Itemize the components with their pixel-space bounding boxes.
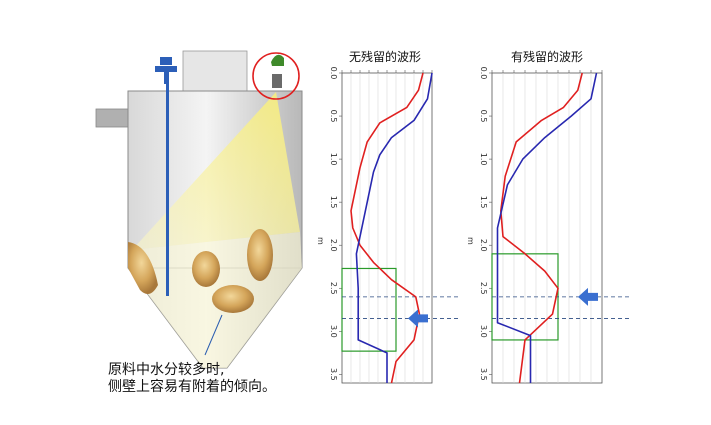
rod-sensor-flange	[155, 66, 177, 72]
rod-level-sensor	[155, 57, 177, 296]
adhered-material-lumps	[128, 229, 273, 313]
radar-sensor-head	[271, 54, 284, 66]
y-tick-label: 1.0	[479, 153, 488, 166]
y-tick-label: 2.0	[329, 239, 338, 252]
radar-sensor	[252, 52, 300, 100]
waveform-chart-with-residue: 有残留的波形 0.0 0.5 1.0 1.5 2.0 2.5 3.0 3.5 m	[466, 49, 630, 384]
radar-sensor-highlight-circle	[252, 52, 300, 100]
y-tick-label: 3.0	[329, 325, 338, 338]
side-pipe	[95, 108, 129, 128]
chart-title: 有残留的波形	[511, 49, 583, 64]
y-axis-unit-label: m	[466, 237, 475, 245]
radar-sensor-body	[272, 74, 282, 88]
y-axis-unit-label: m	[316, 237, 325, 245]
y-tick-label: 0.5	[479, 110, 488, 123]
y-tick-label: 0.0	[329, 67, 338, 80]
y-tick-label: 2.0	[479, 239, 488, 252]
chart-title: 无残留的波形	[349, 49, 421, 64]
sensor-beam	[132, 92, 300, 250]
y-tick-label: 3.0	[479, 325, 488, 338]
y-tick-label: 1.0	[329, 153, 338, 166]
top-motor-housing	[182, 50, 248, 92]
y-tick-label: 0.0	[479, 67, 488, 80]
series-blue-line	[496, 72, 598, 383]
left-arrow-icon	[408, 309, 428, 328]
y-tick-label: 3.5	[329, 368, 338, 381]
series-blue-line	[355, 72, 433, 383]
y-tick-label: 1.5	[479, 196, 488, 209]
material-lump	[212, 285, 254, 313]
y-tick-label: 0.5	[329, 110, 338, 123]
rod-sensor-rod	[166, 84, 169, 296]
series-red-line	[350, 72, 424, 384]
y-tick-label: 2.5	[479, 282, 488, 295]
anomaly-box	[341, 267, 397, 352]
series-red-line	[499, 72, 583, 384]
caption-line-2: 侧壁上容易有附着的倾向。	[108, 379, 276, 395]
caption-leader-line	[204, 314, 223, 356]
y-tick-label: 1.5	[329, 196, 338, 209]
material-lump	[128, 242, 158, 294]
caption-line-1: 原料中水分较多时,	[108, 362, 225, 378]
silo-illustration	[95, 50, 303, 369]
rod-sensor-neck	[164, 72, 169, 84]
material-lump	[192, 251, 220, 287]
material-lump	[247, 229, 273, 281]
rod-sensor-cap	[160, 57, 172, 65]
left-arrow-icon	[578, 287, 598, 306]
y-tick-label: 2.5	[329, 282, 338, 295]
y-tick-label: 3.5	[479, 368, 488, 381]
caption: 原料中水分较多时, 侧壁上容易有附着的倾向。	[108, 362, 276, 396]
waveform-chart-no-residue: 无残留的波形 0.0 0.5 1.0 1.5 2.0 2.5 3.0 3.5 m	[316, 49, 460, 384]
